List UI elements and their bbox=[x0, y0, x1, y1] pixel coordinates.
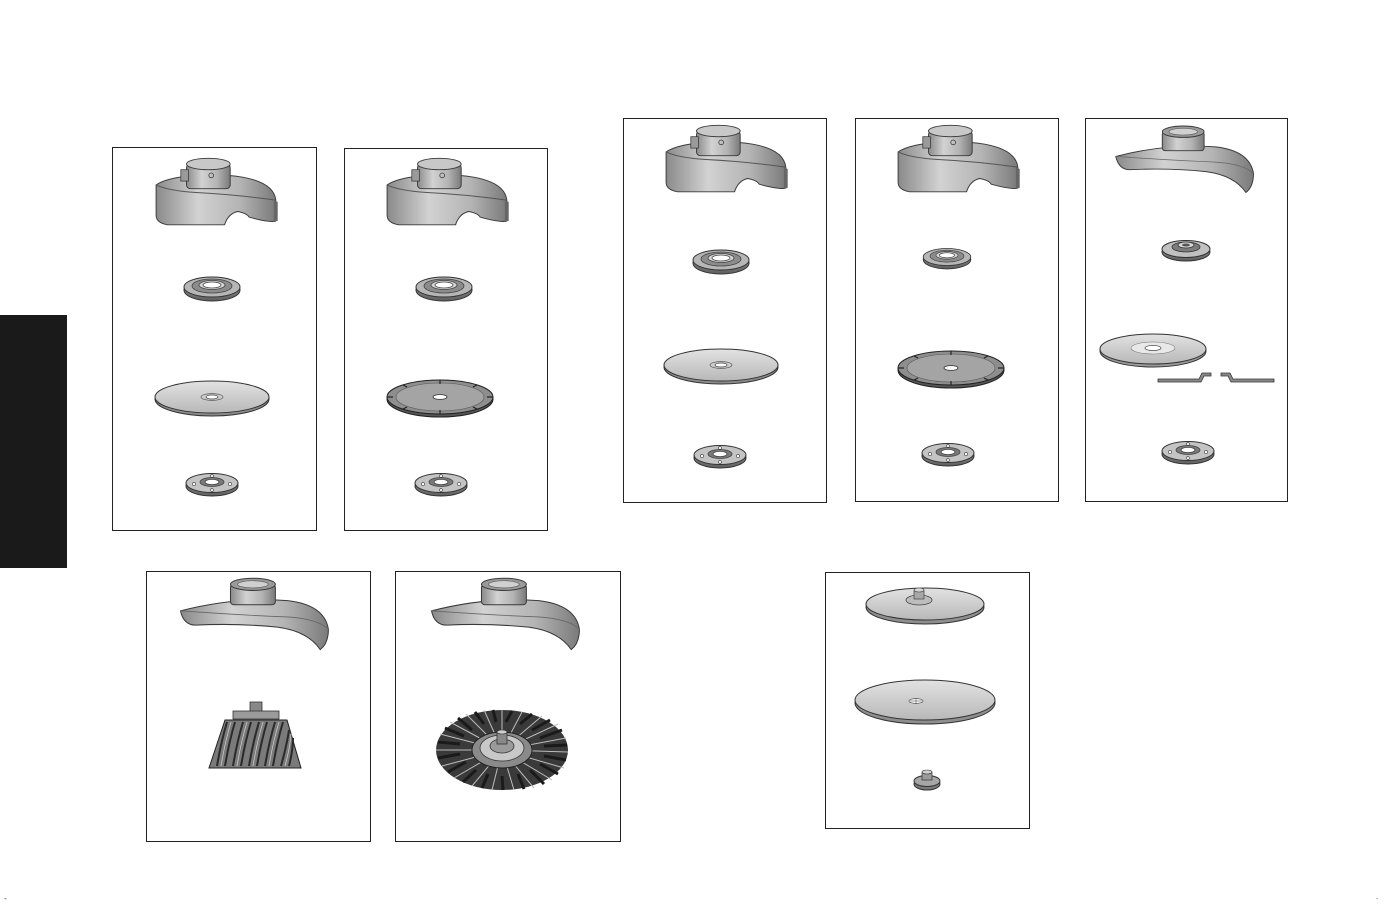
panel-cutoff-wheel-assembly-2 bbox=[623, 118, 827, 503]
panel-cutoff-wheel-assembly-1 bbox=[112, 147, 317, 531]
lock-nut-icon bbox=[186, 474, 238, 497]
type27-guard-icon bbox=[1116, 126, 1254, 193]
segmented-diamond-wheel-icon bbox=[387, 380, 493, 417]
panel-diamond-wheel-assembly-1 bbox=[344, 148, 548, 531]
cutting-wheel-icon bbox=[155, 381, 269, 416]
cup-wire-brush-icon bbox=[209, 702, 301, 768]
type1-guard-icon bbox=[387, 158, 509, 225]
type27-guard-icon bbox=[181, 578, 329, 649]
panel-wire-wheel-assembly bbox=[395, 571, 621, 842]
type1-guard-icon bbox=[156, 158, 278, 225]
type1-guard-icon bbox=[666, 125, 788, 192]
segmented-diamond-wheel-icon bbox=[898, 351, 1004, 388]
backing-pad-icon bbox=[866, 588, 984, 624]
clamp-nut-icon bbox=[914, 770, 940, 790]
backing-flange-icon bbox=[923, 249, 971, 269]
wheel-profile-icon bbox=[1158, 373, 1274, 382]
panel-cup-brush-assembly bbox=[146, 571, 371, 842]
sanding-disc-icon bbox=[855, 680, 995, 724]
side-tab bbox=[0, 315, 67, 568]
panel-sanding-disc-assembly bbox=[825, 572, 1030, 829]
flange-icon bbox=[1162, 241, 1210, 262]
type27-guard-icon bbox=[432, 578, 580, 649]
crop-mark-left: - bbox=[4, 894, 7, 903]
lock-nut-icon bbox=[1162, 442, 1214, 465]
type1-guard-icon bbox=[898, 125, 1020, 192]
panel-depressed-center-wheel-assembly bbox=[1085, 118, 1288, 502]
crop-mark-right: . bbox=[1376, 892, 1378, 901]
panel-diamond-wheel-assembly-2 bbox=[855, 118, 1059, 502]
backing-flange-icon bbox=[416, 277, 472, 301]
cutting-wheel-icon bbox=[664, 349, 778, 384]
lock-nut-icon bbox=[694, 446, 746, 469]
lock-nut-icon bbox=[922, 444, 974, 467]
lock-nut-icon bbox=[415, 474, 467, 497]
backing-flange-icon bbox=[184, 277, 240, 301]
backing-flange-icon bbox=[693, 250, 749, 274]
wire-wheel-icon bbox=[436, 710, 568, 790]
depressed-center-wheel-icon bbox=[1100, 334, 1206, 367]
